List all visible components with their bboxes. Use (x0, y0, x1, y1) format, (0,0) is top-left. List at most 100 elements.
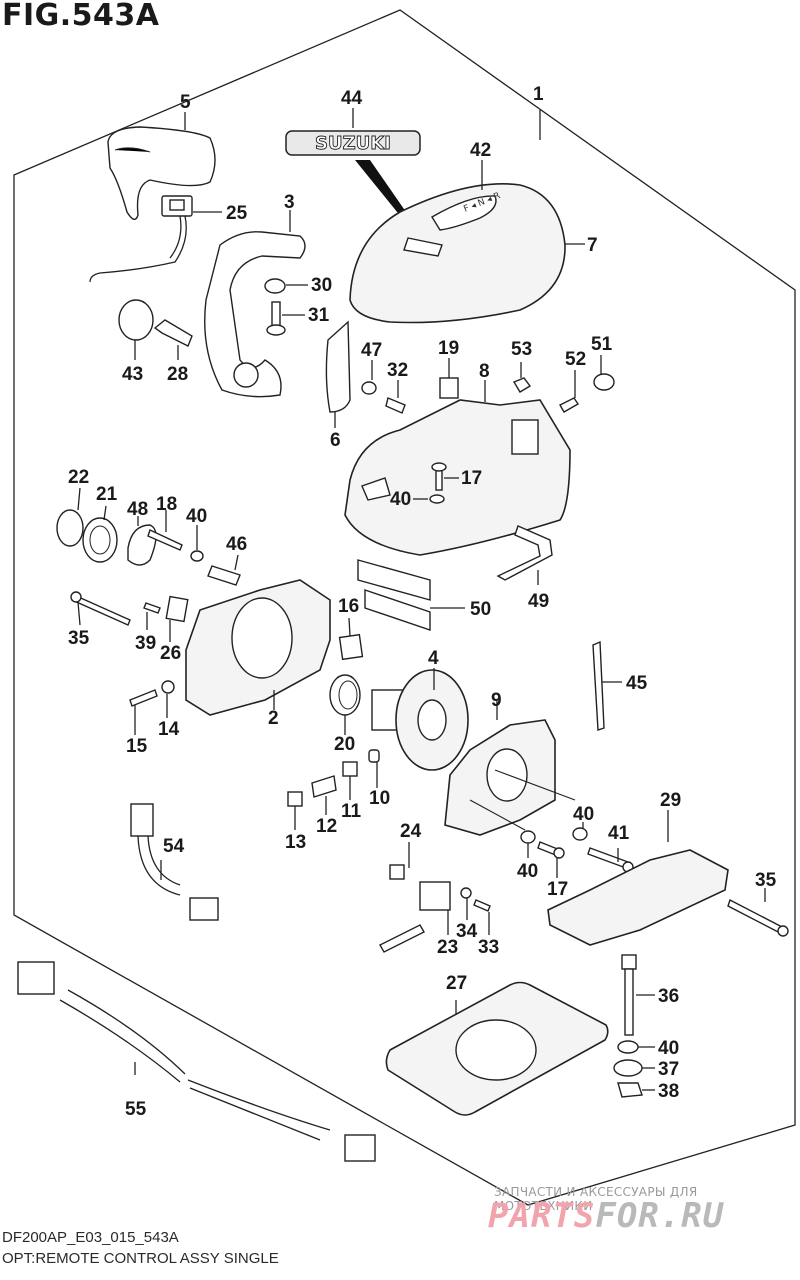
watermark-logo-part1: PARTS (488, 1196, 596, 1236)
callout-44: 44 (341, 88, 363, 109)
part-19-clip[interactable] (439, 377, 459, 399)
part-31-screw[interactable] (266, 301, 286, 336)
part-20-bushing[interactable] (329, 674, 361, 716)
part-50-pads[interactable] (357, 559, 431, 631)
part-32-screw[interactable] (385, 397, 406, 414)
callout-40-upper: 40 (390, 489, 411, 510)
part-25-trim-switch-connector[interactable] (89, 195, 193, 283)
part-18-bolt[interactable] (147, 529, 183, 551)
part-41-bolt[interactable] (587, 847, 634, 873)
part-44-suzuki-emblem[interactable]: SUZUKI (285, 130, 421, 228)
callout-10: 10 (369, 788, 390, 809)
part-13-nut-clip[interactable] (287, 791, 303, 807)
callout-23: 23 (437, 937, 458, 958)
callout-8: 8 (479, 361, 490, 382)
part-55-main-harness[interactable] (17, 961, 376, 1162)
part-40-washer-right[interactable] (572, 827, 588, 841)
callout-43: 43 (122, 364, 143, 385)
callout-31: 31 (308, 305, 330, 326)
callout-40-mid: 40 (517, 861, 538, 882)
callout-14: 14 (158, 719, 180, 740)
part-9-bracket-housing[interactable] (444, 719, 576, 836)
callout-30: 30 (311, 275, 332, 296)
part-14-nut[interactable] (161, 680, 175, 694)
callout-11: 11 (341, 801, 362, 822)
callout-50: 50 (470, 599, 491, 620)
part-47-washer[interactable] (361, 381, 377, 395)
part-23-sensor[interactable] (379, 881, 451, 953)
callout-1: 1 (533, 84, 544, 105)
part-16-block[interactable] (338, 633, 364, 661)
callout-15: 15 (126, 736, 148, 757)
part-22-snap-ring[interactable] (56, 509, 84, 547)
callout-40-left: 40 (186, 506, 207, 527)
part-33-screw[interactable] (473, 899, 491, 912)
part-36-bolt[interactable] (621, 954, 637, 1036)
part-53-nut[interactable] (512, 377, 532, 393)
part-7-top-cover[interactable]: F ◂ N ◂ R (349, 183, 566, 324)
part-40-washer-left[interactable] (190, 550, 204, 562)
part-12-spring[interactable] (311, 775, 337, 798)
callout-22: 22 (68, 467, 89, 488)
watermark-logo: PARTSFOR.RU (488, 1196, 724, 1236)
part-54-harness[interactable] (130, 803, 219, 921)
callout-34: 34 (456, 921, 478, 942)
assembly-frame (13, 9, 796, 1206)
part-51-clamp[interactable] (593, 373, 615, 391)
part-4-gear-drum[interactable] (371, 669, 469, 771)
callout-40-bottom: 40 (658, 1038, 679, 1059)
callout-40-right: 40 (573, 804, 594, 825)
callout-48: 48 (127, 499, 148, 520)
part-34-washer[interactable] (460, 887, 472, 899)
part-49-rod[interactable] (496, 525, 553, 581)
part-5-handle-grip[interactable] (107, 126, 216, 220)
callout-35-left: 35 (68, 628, 90, 649)
callout-53: 53 (511, 339, 532, 360)
emblem-text: SUZUKI (315, 133, 391, 154)
callout-21: 21 (96, 484, 118, 505)
part-21-washer[interactable] (82, 517, 118, 563)
part-37-washer-large[interactable] (613, 1059, 643, 1077)
callout-51: 51 (591, 334, 613, 355)
callout-41: 41 (608, 823, 630, 844)
callout-26: 26 (160, 643, 181, 664)
part-40-washer-mid[interactable] (520, 830, 536, 844)
part-35-long-bolt-left[interactable] (70, 591, 131, 626)
part-17-screw-upper[interactable] (431, 462, 447, 491)
part-52-bolt[interactable] (559, 397, 579, 413)
part-38-nut[interactable] (617, 1082, 643, 1098)
callout-46: 46 (226, 534, 247, 555)
part-6-side-plate[interactable] (325, 320, 351, 413)
part-3-control-lever[interactable] (204, 231, 306, 398)
callout-55: 55 (125, 1099, 147, 1120)
part-2-gear-housing[interactable] (185, 579, 331, 716)
callout-36: 36 (658, 986, 679, 1007)
callout-17-lower: 17 (547, 879, 568, 900)
part-46-spring[interactable] (207, 565, 241, 586)
callout-20: 20 (334, 734, 355, 755)
watermark-logo-part2: FOR.RU (595, 1196, 725, 1236)
part-10-pin[interactable] (368, 749, 380, 763)
part-30-lock-washer[interactable] (264, 278, 286, 294)
callout-38: 38 (658, 1081, 679, 1102)
part-29-mounting-bracket[interactable] (547, 849, 729, 946)
part-43-cap[interactable] (118, 299, 154, 341)
callout-4: 4 (428, 648, 439, 669)
part-40-washer-bottom[interactable] (617, 1040, 639, 1054)
part-39-screw[interactable] (143, 602, 161, 614)
part-28-bolt[interactable] (153, 319, 193, 347)
part-35-long-bolt-right[interactable] (727, 899, 789, 937)
part-15-bolt[interactable] (129, 689, 158, 707)
part-24-clip[interactable] (389, 864, 405, 880)
figure-code: DF200AP_E03_015_543A (2, 1229, 179, 1246)
part-11-detent[interactable] (342, 761, 358, 777)
part-27-mounting-plate[interactable] (385, 981, 609, 1116)
callout-7: 7 (587, 235, 598, 256)
callout-9: 9 (491, 690, 502, 711)
part-45-cable-tie[interactable] (592, 640, 605, 731)
callout-39: 39 (135, 633, 156, 654)
part-17-screw-lower[interactable] (537, 841, 565, 859)
part-40-washer-upper[interactable] (429, 494, 445, 504)
part-26-plate[interactable] (165, 595, 189, 623)
